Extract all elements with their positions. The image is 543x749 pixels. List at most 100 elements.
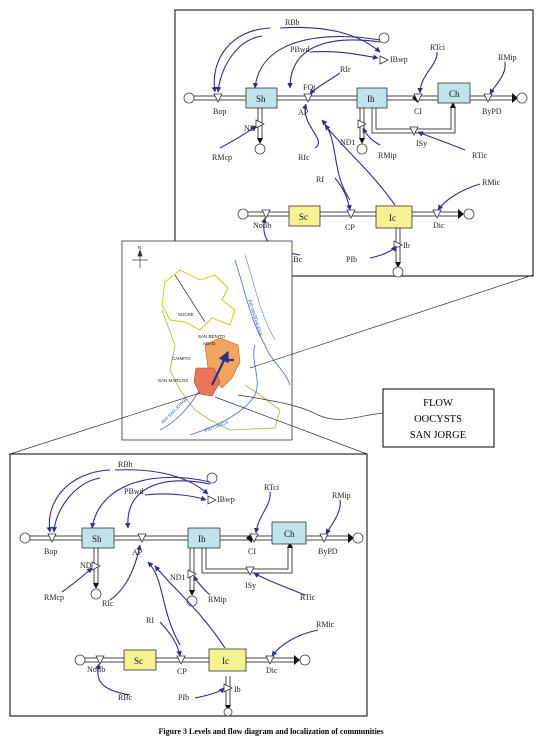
bottom-label-sc: Sc (134, 656, 143, 666)
top-clouds (183, 32, 528, 278)
flow-box-frame (382, 388, 495, 448)
top-var-ib: Ib (403, 241, 410, 250)
map-label-caimito: CAIMITO (172, 356, 191, 361)
map-label-sucre: SUCRE (178, 312, 194, 317)
bottom-label-sh: Sh (92, 534, 102, 544)
top-label-sc: Sc (299, 212, 308, 222)
map-community-red (193, 367, 221, 397)
top-var-cp: CP (345, 223, 355, 232)
bottom-var-rtic: RTic (300, 593, 316, 602)
top-var-rmip-top: RMip (498, 53, 517, 62)
bottom-clouds (19, 472, 364, 717)
bottom-stock-sh (81, 527, 115, 549)
map-sucre-border (161, 269, 236, 331)
top-label-sh: Sh (256, 94, 266, 104)
map: N SUCRE SAN BENITO ABAD CAIMITO SAN MARC… (121, 240, 293, 441)
bottom-diagram-frame (9, 453, 368, 717)
bottom-var-pbwd: PBwd (124, 487, 144, 496)
bottom-label-ic: Ic (222, 656, 229, 666)
bottom-var-nd: ND (80, 561, 92, 570)
bottom-stock-ic (208, 648, 247, 672)
map-district-border (161, 309, 281, 431)
map-label-san-benito: SAN BENITO (198, 334, 226, 339)
bottom-var-rtci: RTci (264, 483, 280, 492)
top-var-ap: AP (298, 108, 309, 117)
top-links (211, 26, 506, 259)
flow-oocysts-box: FLOW OOCYSTS SAN JORGE (382, 388, 495, 448)
river-magdalena-line (234, 259, 291, 386)
compass-icon (132, 248, 148, 268)
river-magdalena-branch (244, 254, 276, 341)
top-valves (213, 55, 493, 250)
top-stock-ic (375, 205, 413, 229)
bottom-var-rmip-top: RMip (332, 491, 351, 500)
top-var-ric: RIc (298, 153, 310, 162)
bottom-var-dic: Dic (266, 666, 278, 675)
top-label-ic: Ic (389, 213, 396, 223)
top-label-ih: Ih (367, 94, 375, 104)
top-var-rir: RIr (340, 65, 351, 74)
top-stock-sc (288, 205, 321, 227)
top-var-rbh: RBh (285, 18, 300, 27)
bottom-var-rmic: RMic (316, 620, 335, 629)
bottom-var-ci: CI (248, 547, 256, 556)
map-flow-arrows (211, 351, 234, 386)
top-var-bop: Bop (213, 107, 226, 116)
zoom-connectors (9, 274, 534, 455)
top-stock-ch (437, 82, 471, 104)
top-var-rbc: RBc (288, 255, 303, 264)
bottom-var-nd1: ND1 (170, 573, 186, 582)
bottom-var-ri: RI (146, 616, 154, 625)
compass-north: N (138, 245, 141, 250)
bottom-var-nothb: Notlb (87, 665, 105, 674)
bottom-label-ih: Ih (198, 534, 206, 544)
flow-box-line3: SAN JORGE (410, 430, 466, 441)
map-frame (121, 240, 293, 441)
top-var-fot: FOt (303, 83, 316, 92)
figure-caption: Figure 3 Levels and flow diagram and loc… (159, 727, 384, 736)
bottom-var-ib: Ib (234, 685, 241, 694)
bottom-stock-ch (271, 521, 307, 545)
bottom-stock-sc (123, 649, 157, 671)
river-cauca-line (189, 344, 258, 436)
top-stock-sh (245, 87, 278, 109)
top-stock-ih (356, 87, 388, 109)
bottom-var-ap: AP (132, 548, 143, 557)
top-var-bypd: ByPD (482, 107, 502, 116)
bottom-var-rbc: RBc (118, 693, 133, 702)
bottom-var-bop: Bop (44, 547, 57, 556)
top-var-rtci: RTci (430, 43, 446, 52)
top-var-pib: PIb (346, 255, 357, 264)
map-label-san-marcos: SAN MARCOS (158, 378, 188, 383)
top-var-pbwd: PBwd (290, 45, 310, 54)
bottom-links (46, 469, 341, 699)
bottom-var-cp: CP (177, 667, 187, 676)
bottom-var-rbh: RBh (118, 460, 133, 469)
top-var-rmip: RMip (378, 151, 397, 160)
bottom-diagram: Sh Ih Ch Sc Ic RBh PBwd IBwp RTci RMip B… (9, 453, 368, 717)
top-var-ibwp: IBwp (390, 55, 408, 64)
bottom-valves (47, 495, 329, 693)
top-var-dic: Dic (433, 221, 445, 230)
top-var-rmic: RMic (482, 178, 501, 187)
top-var-nothb: Notlb (253, 221, 271, 230)
bottom-var-ric: RIc (102, 599, 114, 608)
top-var-nd1: ND1 (340, 138, 356, 147)
top-diagram: Sh Ih Ch Sc Ic RBh PBwd IBwp RTci RMip R… (174, 9, 534, 278)
bottom-var-ibwp: IBwp (217, 495, 235, 504)
bottom-var-isy: ISy (245, 581, 256, 590)
top-label-ch: Ch (449, 89, 460, 99)
top-var-rmcp: RMcp (212, 153, 232, 162)
top-var-ci: CI (414, 107, 422, 116)
bottom-var-rmip: RMip (208, 595, 227, 604)
bottom-var-bypd: ByPD (318, 547, 338, 556)
flow-box-line1: FLOW (423, 398, 453, 409)
top-var-rtic: RTic (472, 151, 488, 160)
top-var-ri: RI (316, 175, 324, 184)
bottom-var-pib: PIb (178, 693, 189, 702)
top-var-isy: ISy (416, 139, 427, 148)
bottom-stock-ih (187, 527, 221, 549)
bottom-var-rmcp: RMcp (44, 593, 64, 602)
top-var-nd: ND (244, 124, 256, 133)
